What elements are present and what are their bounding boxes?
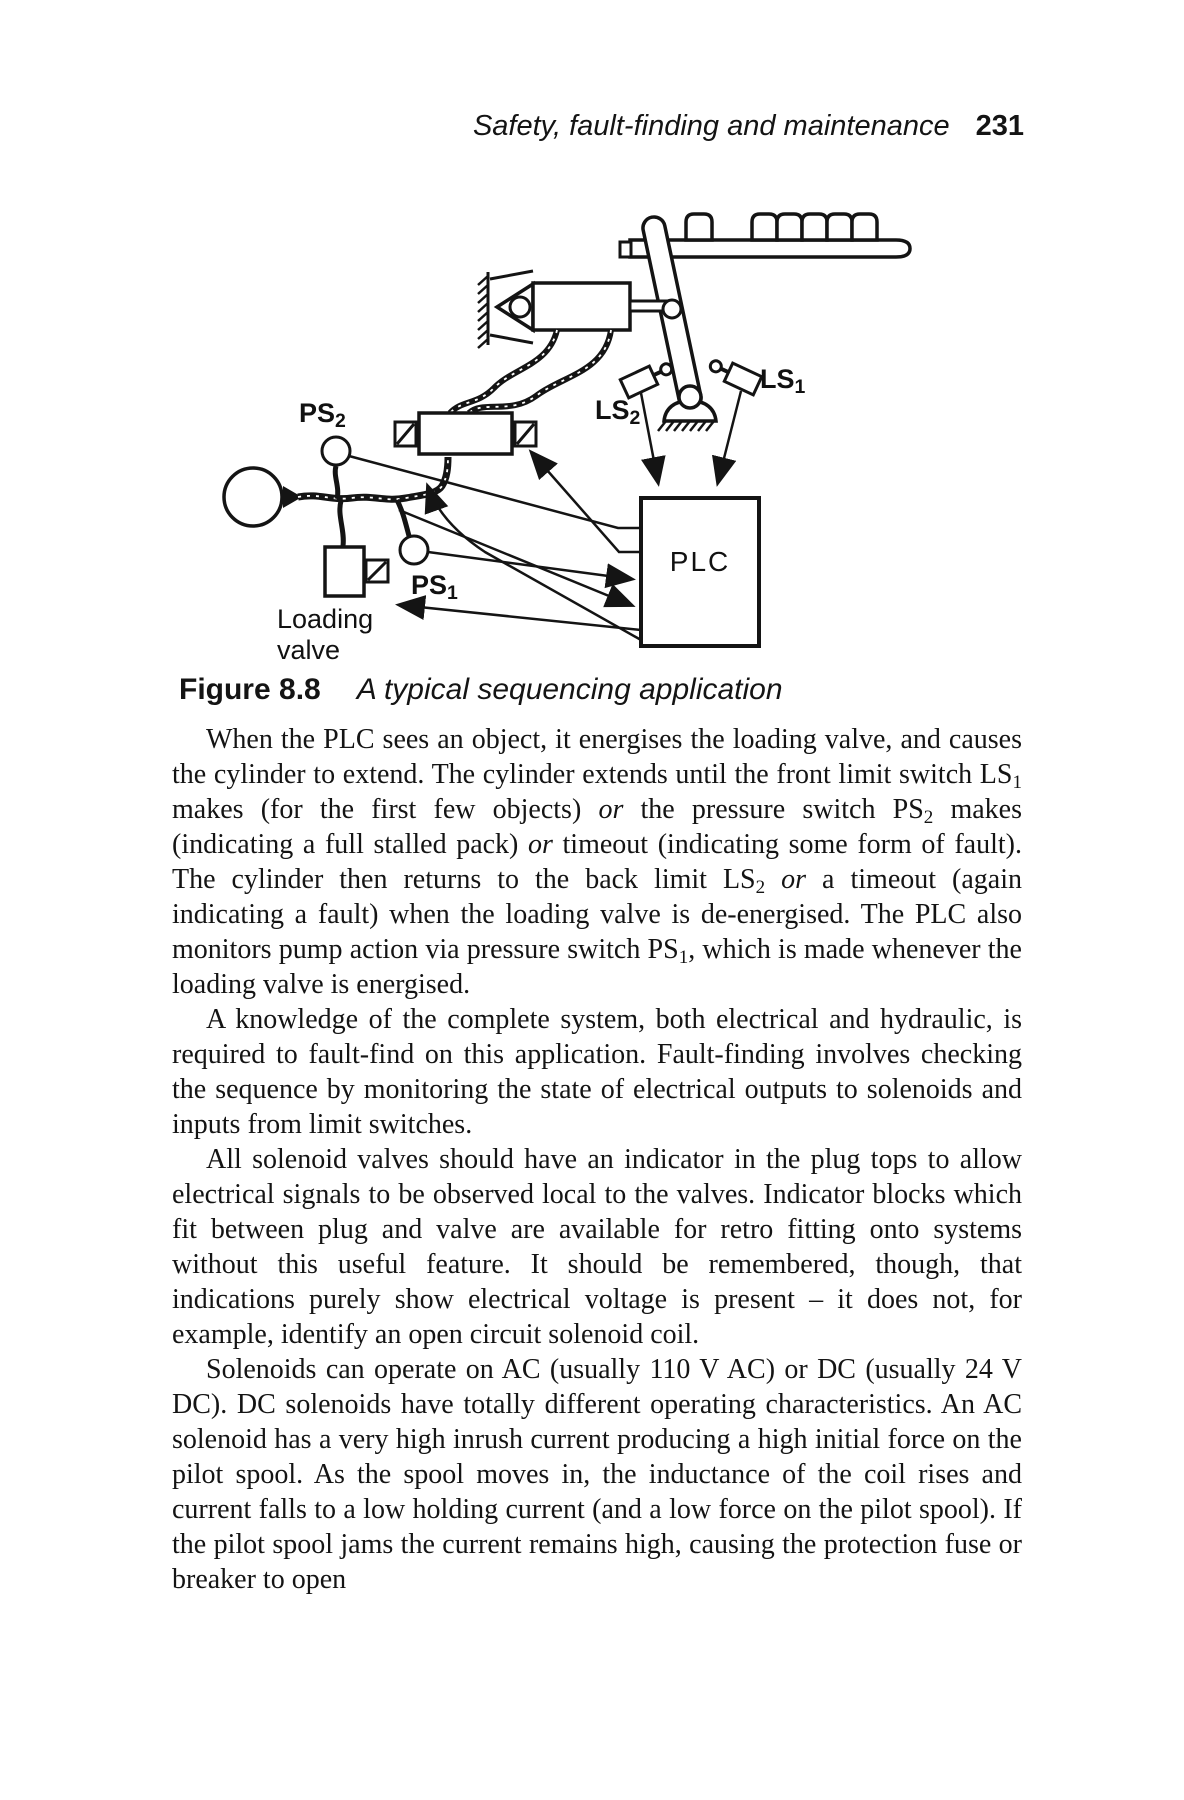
object-blocks [684,212,879,242]
cylinder [531,281,672,332]
header-title: Safety, fault-finding and maintenance [472,110,950,142]
sequencing-diagram [222,212,912,648]
body-text: When the PLC sees an object, it energise… [172,722,1022,1597]
paragraph: All solenoid valves should have an indic… [172,1144,1022,1350]
signal-lines [348,390,743,642]
ps1-switch [398,534,430,566]
conveyor-platform [618,238,912,259]
running-header: Safety, fault-finding and maintenance 231 [473,110,1024,143]
hydraulic-hoses [447,329,614,416]
paragraph: Solenoids can operate on AC (usually 110… [172,1354,1022,1595]
main-pressure-line [297,456,452,547]
pivot-mount [657,384,718,432]
ls1-label: LS1 [760,364,806,399]
ps2-label: PS2 [299,398,346,433]
loading-valve-label: Loading valve [277,604,374,666]
header-page-number: 231 [975,110,1024,142]
ls1-switch [708,359,764,397]
ls2-switch [618,362,674,400]
valve-block [393,411,538,456]
rod-pin [661,298,683,320]
figure-caption-text: A typical sequencing application [356,673,783,706]
paragraph: When the PLC sees an object, it energise… [172,724,1022,1000]
plc-box [639,496,761,648]
figure-caption-number: Figure 8.8 [179,673,321,706]
cylinder-mount [477,269,535,349]
paragraph: A knowledge of the complete system, both… [172,1004,1022,1140]
figure-caption: Figure 8.8 A typical sequencing applicati… [179,673,783,707]
ps1-label: PS1 [411,570,458,605]
pump [222,466,302,528]
ps2-switch [320,435,352,467]
plc-label: PLC [669,546,731,577]
loading-valve [323,545,390,598]
ls2-label: LS2 [595,395,641,430]
